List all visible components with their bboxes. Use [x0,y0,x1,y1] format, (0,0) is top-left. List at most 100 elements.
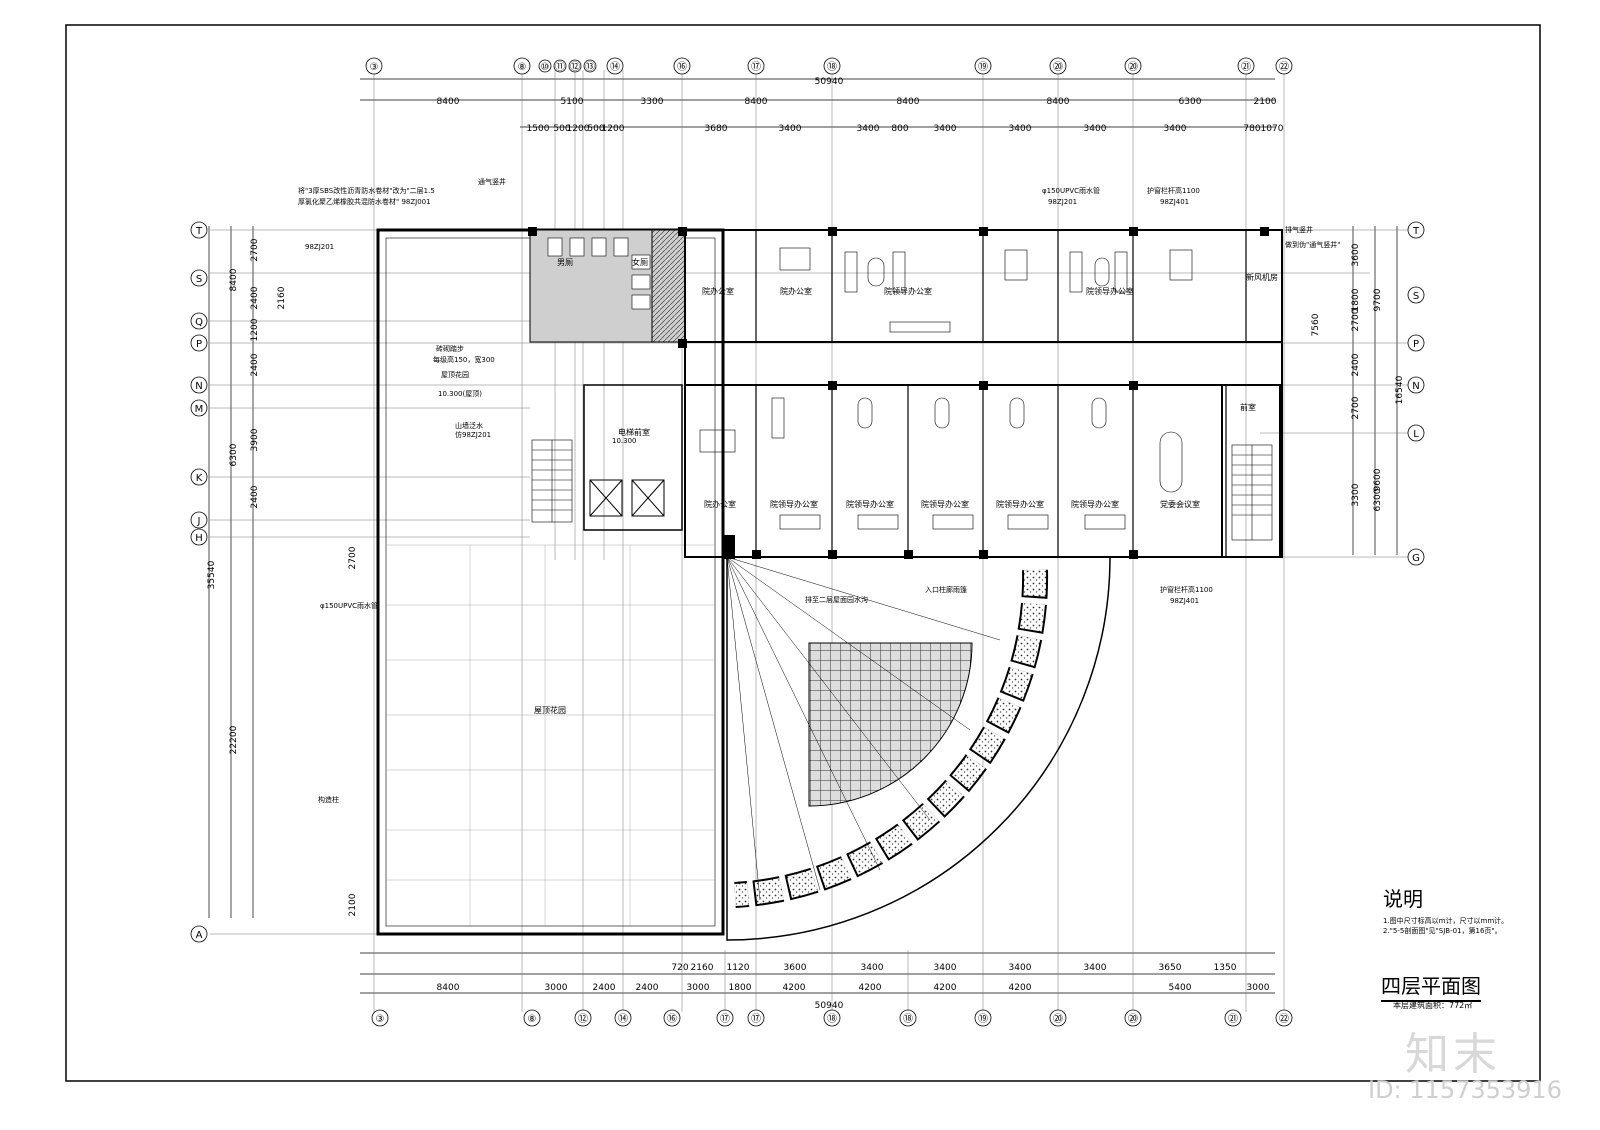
svg-text:S: S [1413,291,1419,302]
svg-text:3400: 3400 [1009,124,1032,134]
svg-text:3300: 3300 [1351,483,1361,506]
svg-text:⑲: ⑲ [978,1013,988,1025]
svg-text:J: J [197,516,201,527]
svg-text:1800: 1800 [1351,288,1361,311]
svg-text:10.300: 10.300 [612,437,637,445]
svg-text:6300: 6300 [229,443,239,466]
svg-text:50940: 50940 [815,77,844,87]
svg-text:砖砌踏步: 砖砌踏步 [436,344,464,353]
svg-text:3900: 3900 [250,428,260,451]
svg-text:98ZJ401: 98ZJ401 [1160,198,1189,206]
sheet-frame [65,24,1541,1082]
svg-text:2400: 2400 [593,983,616,993]
svg-text:院领导办公室: 院领导办公室 [996,499,1044,509]
plan-area: 本层建筑面积：772㎡ [1393,1001,1473,1010]
legend-notes: 说明 1.图中尺寸标高以m计，尺寸以mm计。 2."5-5剖面图"见"SJB-0… [1383,883,1583,936]
svg-text:4200: 4200 [859,983,882,993]
room-labels: 院办公室 院办公室 院领导办公室 院领导办公室 新风机房 院办公室 院领导办公室… [534,257,1278,715]
svg-text:N: N [195,381,202,392]
svg-text:1200: 1200 [250,318,260,341]
svg-text:φ150UPVC雨水管: φ150UPVC雨水管 [1042,186,1100,195]
watermark-brand: 知末 [1405,1029,1501,1080]
svg-text:3600: 3600 [1351,243,1361,266]
structural-columns [528,227,1269,559]
right-dimensions: 16540 9700 9600 3600 1800 2700 7560 2400… [1311,243,1405,511]
svg-text:800: 800 [891,124,908,134]
svg-text:50940: 50940 [815,1001,844,1011]
svg-text:院领导办公室: 院领导办公室 [1086,286,1134,296]
svg-text:⑭: ⑭ [610,61,620,73]
svg-text:院领导办公室: 院领导办公室 [884,286,932,296]
bottom-axis-labels: ③ ⑧ ⑫ ⑭ ⑯ ⑰ ⑰ ⑱ ⑱ ⑲ ⑳ ⑳ ㉑ ㉒ [376,1013,1289,1025]
svg-text:10.300(屋顶): 10.300(屋顶) [438,390,482,398]
svg-text:3000: 3000 [1247,983,1270,993]
svg-text:98ZJ201: 98ZJ201 [305,243,334,251]
left-axis-labels: T S Q P N M K J H A [195,226,204,941]
svg-text:3400: 3400 [779,124,802,134]
svg-text:T: T [1412,226,1420,237]
top-dimensions: 50940 8400 5100 3300 8400 8400 8400 6300… [437,77,1284,134]
svg-text:做到伪"通气竖井": 做到伪"通气竖井" [1285,240,1340,249]
bottom-dimensions: 720 2160 1120 3600 3400 3400 3400 3400 3… [437,963,1270,1011]
svg-text:2700: 2700 [1351,308,1361,331]
svg-text:新风机房: 新风机房 [1246,272,1278,282]
svg-text:⑳: ⑳ [1053,1013,1063,1025]
svg-text:屋顶花园: 屋顶花园 [441,370,469,379]
svg-text:2400: 2400 [250,286,260,309]
svg-text:护窗栏杆高1100: 护窗栏杆高1100 [1160,585,1213,594]
svg-text:4200: 4200 [934,983,957,993]
svg-text:㉑: ㉑ [1241,61,1251,73]
svg-text:1200: 1200 [567,124,590,134]
svg-text:⑳: ⑳ [1128,1013,1138,1025]
top-axis-bubbles [365,57,1293,75]
svg-text:3600: 3600 [784,963,807,973]
legend-line-1: 1.图中尺寸标高以m计，尺寸以mm计。 [1383,917,1509,925]
svg-text:⑳: ⑳ [1053,61,1063,73]
svg-text:2100: 2100 [348,893,358,916]
svg-text:护窗栏杆高1100: 护窗栏杆高1100 [1147,186,1200,195]
svg-text:T: T [195,226,203,237]
svg-text:⑰: ⑰ [720,1013,730,1025]
svg-text:98ZJ201: 98ZJ201 [1048,198,1077,206]
svg-text:2160: 2160 [691,963,714,973]
svg-text:22200: 22200 [229,725,239,754]
svg-text:4200: 4200 [783,983,806,993]
svg-text:3400: 3400 [861,963,884,973]
svg-text:K: K [196,473,203,484]
svg-text:2160: 2160 [277,286,287,309]
svg-text:8400: 8400 [437,97,460,107]
svg-text:⑱: ⑱ [827,61,837,73]
stair-east [1221,384,1281,558]
watermark-id: ID: 1157353916 [1368,1076,1562,1104]
svg-text:院领导办公室: 院领导办公室 [1071,499,1119,509]
svg-text:φ150UPVC雨水管: φ150UPVC雨水管 [320,601,378,610]
svg-text:⑧: ⑧ [528,1014,537,1025]
svg-text:⑰: ⑰ [751,1013,761,1025]
svg-text:3650: 3650 [1159,963,1182,973]
svg-text:⑪: ⑪ [555,61,565,73]
svg-text:1120: 1120 [727,963,750,973]
top-axis-labels: ③ ⑧ ⑩ ⑪ ⑫ ⑬ ⑭ ⑯ ⑰ ⑱ ⑲ ⑳ ⑳ ㉑ ㉒ [370,61,1289,73]
svg-text:2400: 2400 [1351,353,1361,376]
svg-text:8400: 8400 [745,97,768,107]
svg-text:将"3厚SBS改性沥青防水卷材"改为"二层1.5: 将"3厚SBS改性沥青防水卷材"改为"二层1.5 [298,186,435,195]
legend-line-2: 2."5-5剖面图"见"SJB-01，第16页"。 [1383,927,1502,935]
svg-text:35540: 35540 [207,560,217,589]
svg-text:500: 500 [553,124,570,134]
svg-text:2400: 2400 [636,983,659,993]
svg-text:L: L [1413,429,1419,440]
svg-text:3400: 3400 [934,124,957,134]
svg-text:院领导办公室: 院领导办公室 [770,499,818,509]
svg-text:女厕: 女厕 [632,257,648,267]
svg-text:每级高150，宽300: 每级高150，宽300 [433,355,495,364]
svg-text:⑭: ⑭ [618,1013,628,1025]
right-axis-bubbles [1407,221,1425,566]
svg-text:P: P [196,339,202,350]
svg-text:排气竖井: 排气竖井 [1285,225,1313,234]
svg-text:⑲: ⑲ [978,61,988,73]
svg-text:⑧: ⑧ [518,62,527,73]
svg-text:入口柱廊雨篷: 入口柱廊雨篷 [925,585,967,594]
plan-title: 四层平面图 [1381,970,1481,1002]
svg-text:㉒: ㉒ [1279,1013,1289,1025]
